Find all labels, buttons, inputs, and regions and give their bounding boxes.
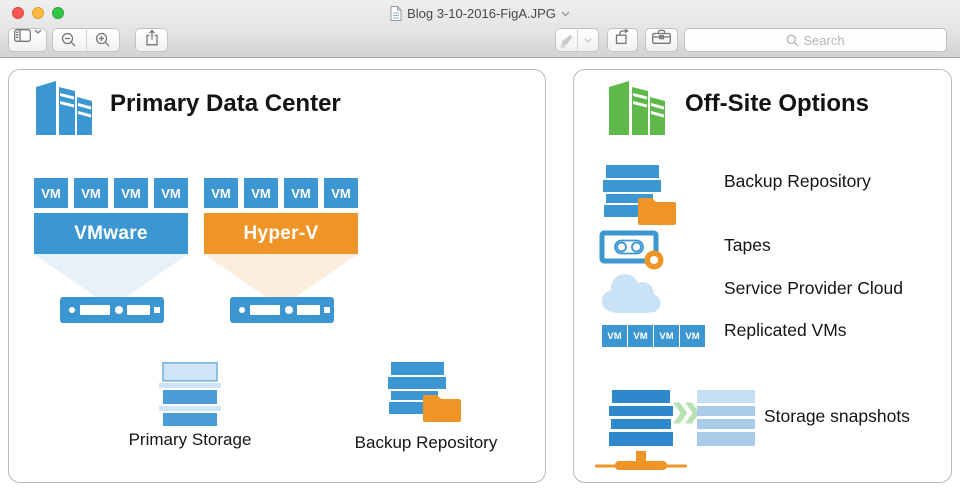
share-button[interactable] [135, 28, 168, 52]
markup-pen-dropdown[interactable] [576, 29, 599, 51]
rotate-left-icon [615, 29, 629, 45]
vm-box: VM [244, 178, 278, 208]
right-panel-title: Off-Site Options [685, 90, 869, 117]
backup-repository-icon [603, 165, 681, 231]
primary-storage-icon [159, 362, 221, 426]
close-button[interactable] [12, 7, 24, 19]
data-center-building-icon [36, 81, 92, 135]
window-title-group: Blog 3-10-2016-FigA.JPG [0, 0, 960, 27]
sidebar-panel-icon [13, 29, 31, 42]
off-site-options-panel: Off-Site Options Backup Repository Tapes [573, 69, 952, 483]
backup-repository-label: Backup Repository [354, 433, 498, 452]
markup-toolbar-button[interactable] [645, 28, 678, 52]
tape-cartridge-icon [599, 230, 664, 270]
option-label-tapes: Tapes [724, 235, 771, 255]
titlebar: Blog 3-10-2016-FigA.JPG [0, 0, 960, 27]
image-viewer-content: Primary Data Center VM VM VM VM VMware V… [0, 58, 960, 496]
search-icon [786, 34, 799, 46]
left-panel-title: Primary Data Center [110, 90, 341, 117]
window-chrome: Blog 3-10-2016-FigA.JPG [0, 0, 960, 58]
option-label-backup-repository: Backup Repository [724, 171, 871, 191]
title-chevron-icon[interactable] [561, 11, 570, 17]
search-placeholder: Search [803, 32, 845, 48]
zoom-out-button[interactable] [53, 29, 86, 51]
hyperv-host-group: VM VM VM VM Hyper-V [204, 178, 358, 254]
toolbox-icon [652, 29, 671, 44]
chevron-down-icon [34, 29, 41, 34]
zoom-segmented-control [52, 28, 120, 52]
zoom-in-button[interactable] [85, 29, 120, 51]
vm-box: VM [628, 325, 653, 347]
vmware-funnel-shape [34, 254, 188, 300]
option-label-replicated-vms: Replicated VMs [724, 320, 847, 340]
snapshot-arrow-icon [671, 401, 701, 425]
vm-box: VM [324, 178, 358, 208]
folder-icon [638, 198, 676, 225]
rotate-button[interactable] [607, 28, 638, 52]
network-connector-icon [595, 451, 687, 470]
rack-server-icon [60, 297, 164, 323]
off-site-building-icon [609, 81, 665, 135]
primary-data-center-panel: Primary Data Center VM VM VM VM VMware V… [8, 69, 546, 483]
hyperv-funnel-shape [204, 254, 358, 300]
vm-box: VM [284, 178, 318, 208]
minimize-button[interactable] [32, 7, 44, 19]
markup-pen-icon [560, 34, 573, 48]
vm-box: VM [602, 325, 627, 347]
vmware-hypervisor-bar: VMware [34, 213, 188, 254]
primary-storage-label: Primary Storage [128, 430, 252, 449]
storage-array-icon [609, 390, 673, 446]
backup-repository-icon [388, 362, 466, 428]
vm-box: VM [680, 325, 705, 347]
zoom-out-icon [62, 32, 76, 47]
snapshot-copy-icon [697, 390, 755, 446]
toolbar: Search [0, 27, 960, 58]
rack-server-icon [230, 297, 334, 323]
sidebar-toggle-button[interactable] [8, 28, 47, 52]
vm-box: VM [154, 178, 188, 208]
zoom-in-icon [95, 32, 110, 47]
vm-box: VM [114, 178, 148, 208]
chevron-down-icon [584, 38, 592, 43]
option-label-storage-snapshots: Storage snapshots [764, 406, 910, 426]
option-label-service-provider-cloud: Service Provider Cloud [724, 278, 903, 298]
replicated-vms-icon: VM VM VM VM [602, 325, 705, 347]
folder-icon [423, 395, 461, 422]
vmware-host-group: VM VM VM VM VMware [34, 178, 188, 254]
vmware-vm-row: VM VM VM VM [34, 178, 188, 208]
hyperv-vm-row: VM VM VM VM [204, 178, 358, 208]
vm-box: VM [654, 325, 679, 347]
markup-pen-button[interactable] [556, 29, 577, 51]
traffic-lights [12, 7, 64, 19]
search-input[interactable]: Search [684, 28, 947, 52]
hyperv-hypervisor-bar: Hyper-V [204, 213, 358, 254]
vm-box: VM [74, 178, 108, 208]
share-icon [145, 29, 158, 46]
vm-box: VM [204, 178, 238, 208]
document-icon [390, 6, 402, 21]
cloud-icon [602, 274, 661, 313]
window-title: Blog 3-10-2016-FigA.JPG [407, 6, 556, 21]
vm-box: VM [34, 178, 68, 208]
markup-pen-group [555, 28, 599, 52]
fullscreen-button[interactable] [52, 7, 64, 19]
